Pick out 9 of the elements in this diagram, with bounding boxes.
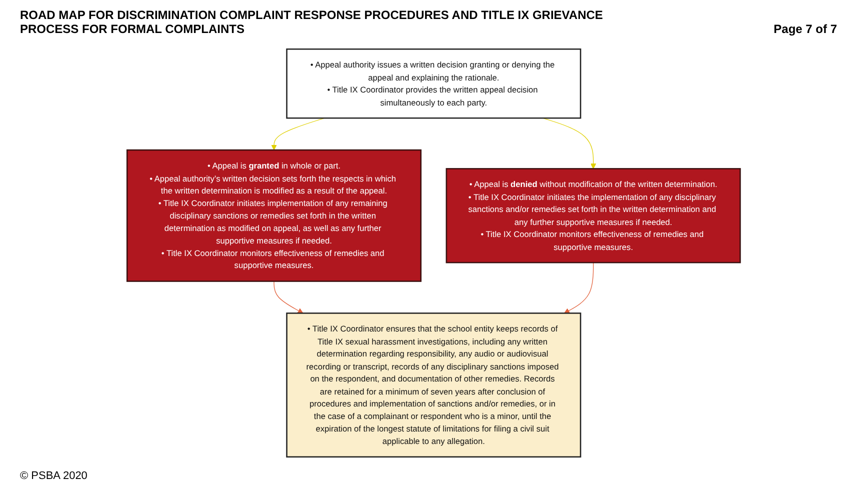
node-box: • Appeal authority issues a written decision granting or denying the appeal and explaining the rationale. • Title IX Coordinator provides the written appeal decision simultaneously to each party. xyxy=(286,48,582,119)
node-box: • Title IX Coordinator ensures that the school entity keeps records of Title IX sexual harassment investigations, including any written determination regarding responsibility, any audio or audiovisual recording or transcript, records of any disciplinary sanctions imposed on the respondent, and documentation of other remedies. Records are retained for a minimum of seven years after conclusion of procedures and implementation of sanctions and/or remedies, or in the case of a complainant or respondent who is a minor, until the expiration of the longest statute of limitations for filing a civil suit applicable to any allegation. xyxy=(286,312,582,458)
arrow xyxy=(274,280,304,314)
title: ROAD MAP FOR DISCRIMINATION COMPLAINT RESPONSE PROCEDURES AND TITLE IX GRIEVANCE PROCESS FOR FORMAL COMPLAINTS xyxy=(20,8,604,36)
page-number: Page 7 of 7 xyxy=(774,22,837,36)
copyright-caption: © PSBA 2020 xyxy=(20,470,88,482)
arrow xyxy=(564,262,594,314)
node-box: • Appeal is denied without modification of the written determination. • Title IX Coordinator initiates the implementation of any disciplinary sanctions and/or remedies set forth in the written determination and any further supportive measures if needed. • Title IX Coordinator monitors effectiveness of remedies and supportive measures. xyxy=(446,168,741,264)
node-box: • Appeal is granted in whole or part. • Appeal authority’s written decision sets forth the respects in which the written determination is modified as a result of the appeal. • Title IX Coordinator initiates implementation of any remaining disciplinary sanctions or remedies set forth in the written determination as modified on appeal, as well as any further supportive measures if needed. • Title IX Coordinator monitors effectiveness of remedies and supportive measures. xyxy=(126,149,422,282)
